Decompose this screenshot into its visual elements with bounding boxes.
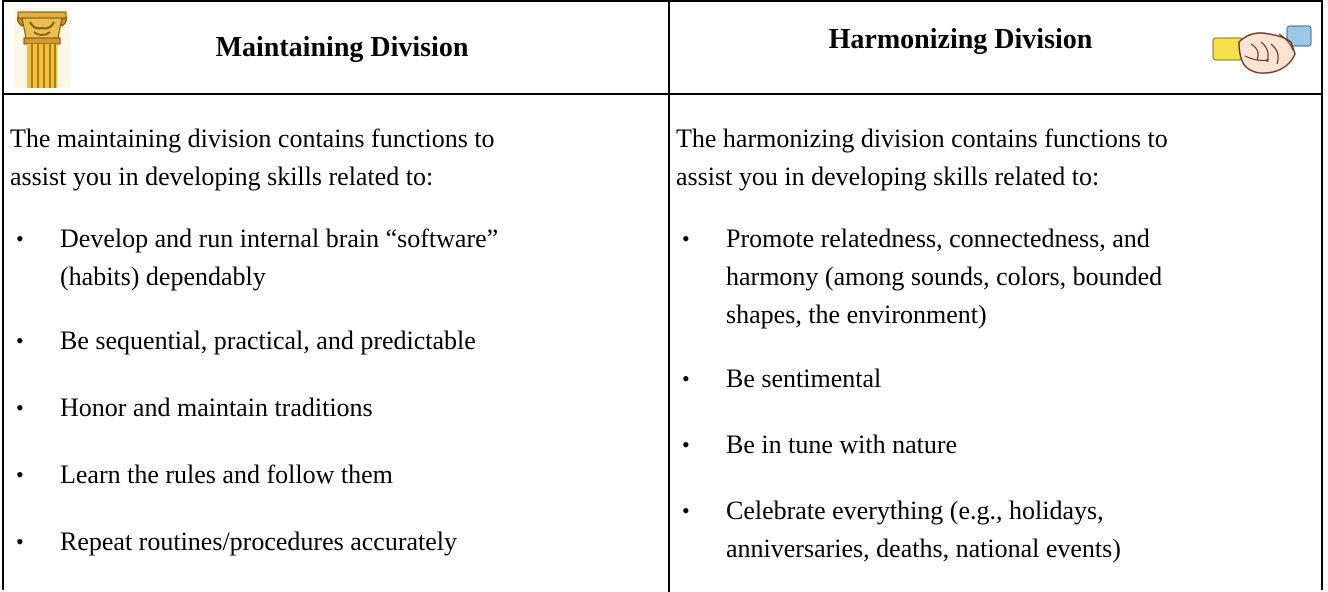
harmonizing-intro: The harmonizing division contains functi… xyxy=(676,120,1316,196)
maintaining-intro: The maintaining division contains functi… xyxy=(10,120,650,196)
maintaining-header-cell: Maintaining Division xyxy=(4,2,668,93)
bullet-text-line: Honor and maintain traditions xyxy=(60,393,373,422)
bullet-text-line: anniversaries, deaths, national events) xyxy=(726,534,1121,563)
maintaining-intro-line2: assist you in developing skills related … xyxy=(10,162,434,191)
bullet-icon: • xyxy=(682,366,690,391)
bullet-icon: • xyxy=(16,328,24,353)
maintaining-intro-line1: The maintaining division contains functi… xyxy=(10,124,495,153)
bullet-text-line: Develop and run internal brain “software… xyxy=(60,224,499,253)
holding-hands-icon xyxy=(1212,25,1312,74)
bullet-icon: • xyxy=(682,432,690,457)
bullet-text-line: Be sequential, practical, and predictabl… xyxy=(60,326,476,355)
bullet-text-line: Celebrate everything (e.g., holidays, xyxy=(726,496,1104,525)
harmonizing-header-title: Harmonizing Division xyxy=(828,24,1093,55)
bullet-icon: • xyxy=(16,226,24,251)
column-capital-icon xyxy=(14,8,70,88)
bullet-text-line: Be in tune with nature xyxy=(726,430,958,459)
bullet-text-line: harmony (among sounds, colors, bounded xyxy=(726,262,1163,291)
harmonizing-intro-line2: assist you in developing skills related … xyxy=(676,162,1100,191)
maintaining-header-title: Maintaining Division xyxy=(215,32,469,63)
bullet-text-line: shapes, the environment) xyxy=(726,300,987,329)
harmonizing-header-cell: Harmonizing Division xyxy=(670,2,1323,93)
bullet-icon: • xyxy=(16,462,24,487)
column-divider xyxy=(668,2,670,592)
bullet-icon: • xyxy=(682,498,690,523)
bullet-text-line: (habits) dependably xyxy=(60,262,266,291)
bullet-icon: • xyxy=(682,226,690,251)
bullet-icon: • xyxy=(16,529,24,554)
header-row xyxy=(4,2,1321,95)
bullet-icon: • xyxy=(16,395,24,420)
bullet-text-line: Repeat routines/procedures accurately xyxy=(60,527,458,556)
bullet-text-line: Learn the rules and follow them xyxy=(60,460,393,489)
bullet-text-line: Promote relatedness, connectedness, and xyxy=(726,224,1150,253)
bullet-text-line: Be sentimental xyxy=(726,364,882,393)
harmonizing-intro-line1: The harmonizing division contains functi… xyxy=(676,124,1168,153)
